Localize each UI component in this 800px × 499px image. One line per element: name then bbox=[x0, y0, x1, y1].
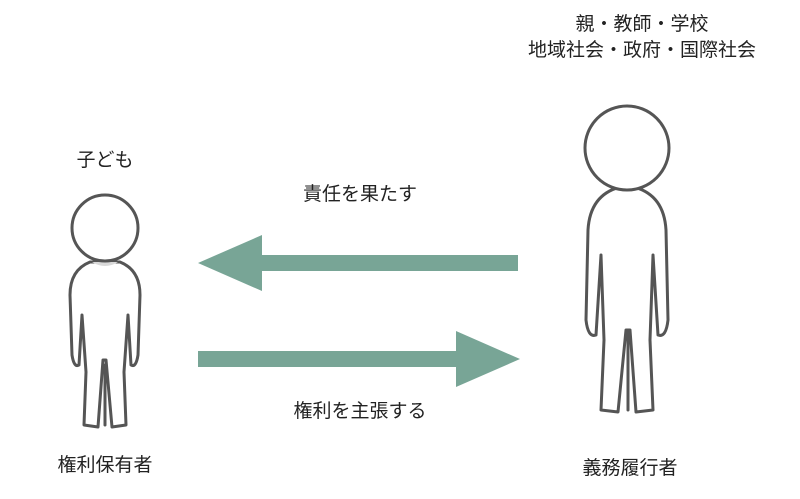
child-name-label: 子ども bbox=[76, 149, 134, 171]
adult-figure bbox=[583, 104, 671, 414]
child-figure bbox=[68, 193, 142, 429]
adult-name-line1: 親・教師・学校 bbox=[575, 13, 709, 35]
claim-rights-label: 権利を主張する bbox=[293, 400, 427, 422]
adult-name-line2: 地域社会・政府・国際社会 bbox=[527, 38, 756, 61]
left-arrow bbox=[198, 235, 518, 291]
right-arrow bbox=[198, 331, 520, 387]
fulfill-responsibility-label: 責任を果たす bbox=[302, 183, 417, 205]
rights-holder-label: 権利保有者 bbox=[57, 454, 153, 476]
duty-bearer-label: 義務履行者 bbox=[582, 457, 678, 479]
adult-name-label: 親・教師・学校 地域社会・政府・国際社会 bbox=[508, 12, 776, 63]
